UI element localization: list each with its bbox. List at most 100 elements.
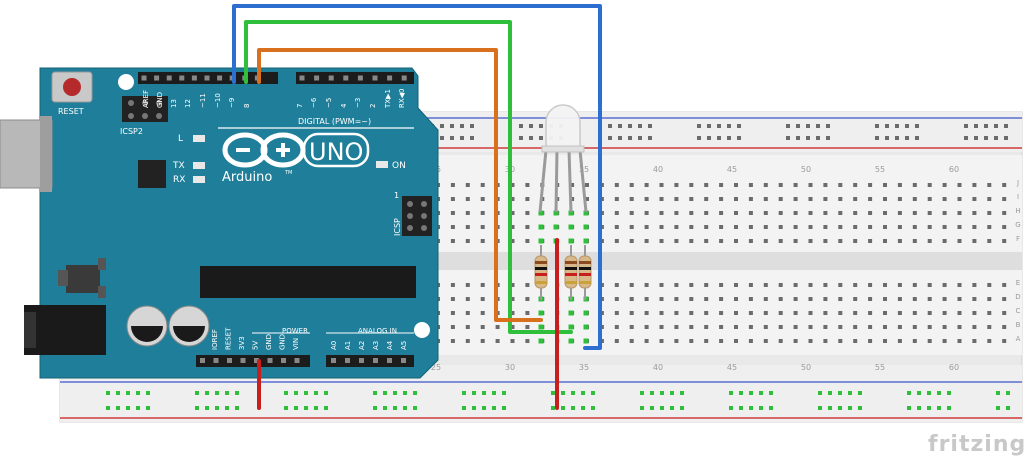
breadboard-hole[interactable] xyxy=(1002,197,1007,201)
rail-hole[interactable] xyxy=(116,406,120,410)
breadboard-hole[interactable] xyxy=(614,211,619,215)
rail-hole[interactable] xyxy=(403,391,407,395)
breadboard-hole[interactable] xyxy=(853,325,858,329)
breadboard-hole[interactable] xyxy=(957,297,962,301)
rail-hole[interactable] xyxy=(917,406,921,410)
breadboard-hole[interactable] xyxy=(480,325,485,329)
header-pin[interactable] xyxy=(387,75,393,81)
breadboard-hole[interactable] xyxy=(972,211,977,215)
breadboard-hole[interactable] xyxy=(808,283,813,287)
rail-hole[interactable] xyxy=(561,406,565,410)
breadboard-hole[interactable] xyxy=(808,225,813,229)
rail-hole[interactable] xyxy=(608,136,612,140)
header-pin[interactable] xyxy=(401,358,406,363)
breadboard-hole[interactable] xyxy=(704,311,709,315)
breadboard-hole[interactable] xyxy=(629,325,634,329)
breadboard-hole[interactable] xyxy=(793,283,798,287)
rail-hole[interactable] xyxy=(440,136,444,140)
breadboard-hole[interactable] xyxy=(629,311,634,315)
rail-hole[interactable] xyxy=(460,124,464,128)
breadboard-hole[interactable] xyxy=(734,239,738,243)
rail-hole[interactable] xyxy=(470,136,474,140)
breadboard-hole[interactable] xyxy=(957,183,962,187)
breadboard-hole[interactable] xyxy=(912,311,917,315)
header-pin[interactable] xyxy=(345,358,350,363)
breadboard-hole[interactable] xyxy=(689,211,694,215)
breadboard-hole[interactable] xyxy=(614,311,619,315)
breadboard-hole[interactable] xyxy=(927,239,932,243)
rail-hole[interactable] xyxy=(492,406,496,410)
rail-hole[interactable] xyxy=(106,406,110,410)
rail-hole[interactable] xyxy=(314,391,318,395)
breadboard-hole[interactable] xyxy=(629,225,634,229)
rail-hole[interactable] xyxy=(848,406,852,410)
breadboard-hole[interactable] xyxy=(927,197,932,201)
rail-hole[interactable] xyxy=(816,136,820,140)
breadboard-hole[interactable] xyxy=(629,297,634,301)
breadboard-hole[interactable] xyxy=(734,283,738,287)
breadboard-hole[interactable] xyxy=(927,211,932,215)
rail-hole[interactable] xyxy=(116,391,120,395)
breadboard-hole[interactable] xyxy=(644,339,649,343)
breadboard-hole[interactable] xyxy=(897,211,902,215)
rail-hole[interactable] xyxy=(628,136,632,140)
breadboard-hole[interactable] xyxy=(525,183,530,187)
header-pin[interactable] xyxy=(294,358,300,363)
rail-hole[interactable] xyxy=(383,391,387,395)
breadboard-hole[interactable] xyxy=(897,197,902,201)
breadboard-hole[interactable] xyxy=(808,339,813,343)
breadboard-hole[interactable] xyxy=(465,325,470,329)
breadboard-hole[interactable] xyxy=(942,239,947,243)
breadboard-hole[interactable] xyxy=(987,325,992,329)
reset-button[interactable] xyxy=(51,71,93,103)
header-pin[interactable] xyxy=(343,75,349,81)
breadboard-hole[interactable] xyxy=(480,283,485,287)
breadboard-hole[interactable] xyxy=(838,339,843,343)
breadboard-hole[interactable] xyxy=(883,197,887,201)
rail-hole[interactable] xyxy=(915,136,919,140)
breadboard-hole[interactable] xyxy=(823,325,828,329)
breadboard-hole[interactable] xyxy=(942,211,947,215)
breadboard-hole[interactable] xyxy=(927,297,932,301)
rail-hole[interactable] xyxy=(786,136,790,140)
breadboard-hole[interactable] xyxy=(868,339,873,343)
rail-hole[interactable] xyxy=(648,124,652,128)
breadboard-hole[interactable] xyxy=(957,283,962,287)
breadboard-hole[interactable] xyxy=(763,311,768,315)
header-pin[interactable] xyxy=(331,358,336,363)
breadboard-hole[interactable] xyxy=(823,297,828,301)
breadboard-hole[interactable] xyxy=(942,325,947,329)
breadboard-hole[interactable] xyxy=(942,197,947,201)
breadboard-hole[interactable] xyxy=(450,283,455,287)
header-pin[interactable] xyxy=(328,75,334,81)
rail-hole[interactable] xyxy=(749,406,753,410)
rail-hole[interactable] xyxy=(519,136,523,140)
breadboard-hole[interactable] xyxy=(912,325,917,329)
breadboard-hole[interactable] xyxy=(942,283,947,287)
rail-hole[interactable] xyxy=(529,136,533,140)
breadboard-hole[interactable] xyxy=(778,339,783,343)
rail-hole[interactable] xyxy=(974,136,978,140)
breadboard-hole[interactable] xyxy=(957,325,962,329)
breadboard-hole[interactable] xyxy=(1002,239,1007,243)
rail-hole[interactable] xyxy=(838,406,842,410)
breadboard-hole[interactable] xyxy=(942,297,947,301)
rail-hole[interactable] xyxy=(126,391,130,395)
breadboard-hole[interactable] xyxy=(510,325,515,329)
rail-hole[interactable] xyxy=(294,406,298,410)
rail-hole[interactable] xyxy=(235,406,239,410)
breadboard-hole[interactable] xyxy=(808,239,813,243)
breadboard-hole[interactable] xyxy=(689,325,694,329)
breadboard-hole[interactable] xyxy=(868,225,873,229)
breadboard-hole[interactable] xyxy=(510,239,515,243)
header-pin[interactable] xyxy=(227,358,232,363)
rail-hole[interactable] xyxy=(403,406,407,410)
breadboard-hole[interactable] xyxy=(957,197,962,201)
breadboard-hole[interactable] xyxy=(912,197,917,201)
breadboard-hole[interactable] xyxy=(450,297,455,301)
breadboard-hole[interactable] xyxy=(987,239,992,243)
rail-hole[interactable] xyxy=(660,406,664,410)
rail-hole[interactable] xyxy=(917,391,921,395)
breadboard-hole[interactable] xyxy=(674,297,679,301)
breadboard-hole[interactable] xyxy=(450,325,455,329)
